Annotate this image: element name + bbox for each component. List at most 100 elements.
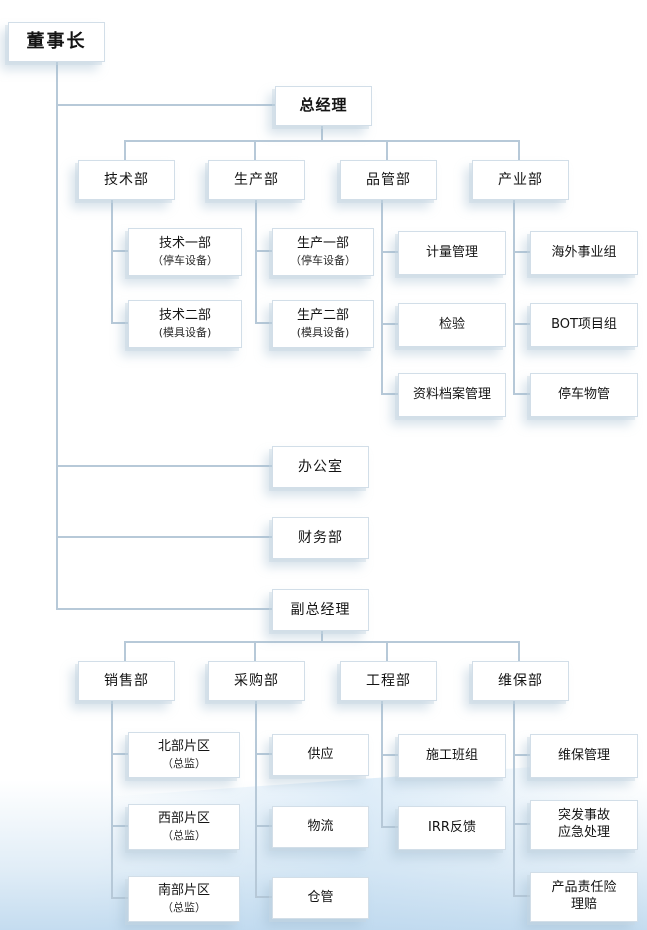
connector (254, 140, 256, 160)
connector (381, 826, 398, 828)
connector (111, 250, 128, 252)
node-label: 生产一部 (296, 235, 349, 251)
node-metrology: 计量管理 (398, 231, 506, 275)
connector (321, 124, 323, 142)
node-label: 财务部 (298, 529, 343, 546)
node-label: 技术一部 (158, 235, 211, 251)
node-irr-feedback: IRR反馈 (398, 806, 506, 850)
node-logistics: 物流 (272, 806, 369, 848)
node-maintenance-dept: 维保部 (472, 661, 569, 701)
node-label: 仓管 (307, 889, 334, 905)
connector (513, 323, 530, 325)
node-label: 生产部 (234, 171, 279, 188)
node-label: 销售部 (104, 672, 149, 689)
connector (111, 699, 113, 899)
connector (381, 251, 398, 253)
node-label: 突发事故 (557, 808, 610, 824)
node-bot-group: BOT项目组 (530, 303, 638, 347)
node-parking-mgmt: 停车物管 (530, 373, 638, 417)
node-sublabel: （总监） (162, 900, 206, 914)
node-sales-dept: 销售部 (78, 661, 175, 701)
node-inspection: 检验 (398, 303, 506, 347)
connector (513, 823, 530, 825)
node-sublabel: （停车设备） (152, 253, 218, 267)
node-deputy-gm: 副总经理 (272, 589, 369, 631)
node-label: 采购部 (234, 672, 279, 689)
node-label: BOT项目组 (551, 316, 617, 332)
node-label: 海外事业组 (551, 244, 617, 260)
connector (255, 825, 272, 827)
node-label: 董事长 (26, 31, 87, 53)
connector (513, 699, 515, 897)
node-label: 应急处理 (557, 825, 610, 840)
node-label: 检验 (438, 316, 465, 332)
connector (513, 754, 530, 756)
node-label: 生产二部 (296, 307, 349, 323)
connector (321, 629, 323, 642)
node-south-region: 南部片区 （总监） (128, 876, 240, 922)
node-quality-dept: 品管部 (340, 160, 437, 200)
node-sublabel: （总监） (162, 828, 206, 842)
node-label: 工程部 (366, 672, 411, 689)
connector (124, 641, 520, 643)
connector (513, 895, 530, 897)
connector (111, 753, 128, 755)
connector (518, 641, 520, 661)
node-tech-dept: 技术部 (78, 160, 175, 200)
node-label: 停车物管 (557, 386, 610, 402)
node-office: 办公室 (272, 446, 369, 488)
node-label: 维保管理 (557, 747, 610, 763)
connector (381, 699, 383, 828)
node-label: 维保部 (498, 672, 543, 689)
connector (56, 60, 58, 610)
node-label: 供应 (307, 746, 334, 762)
node-general-manager: 总经理 (275, 86, 372, 126)
connector (124, 140, 520, 142)
node-engineering-dept: 工程部 (340, 661, 437, 701)
node-overseas-group: 海外事业组 (530, 231, 638, 275)
connector (255, 250, 272, 252)
node-label: 理赔 (570, 897, 597, 912)
node-construction-team: 施工班组 (398, 734, 506, 778)
node-label: 副总经理 (290, 601, 351, 618)
node-tech-div1: 技术一部 （停车设备） (128, 228, 242, 276)
node-warehouse: 仓管 (272, 877, 369, 919)
connector (513, 251, 530, 253)
connector (381, 323, 398, 325)
node-label: 西部片区 (157, 810, 210, 826)
connector (513, 393, 530, 395)
node-label: 南部片区 (157, 882, 210, 898)
connector (111, 825, 128, 827)
connector (111, 198, 113, 324)
node-label: 产业部 (498, 171, 543, 188)
node-purchasing-dept: 采购部 (208, 661, 305, 701)
node-label: 总经理 (299, 96, 348, 115)
node-sublabel: (模具设备) (158, 325, 212, 339)
connector (386, 641, 388, 661)
node-label: 办公室 (298, 458, 343, 475)
node-prod-div2: 生产二部 (模具设备) (272, 300, 374, 348)
node-label: 技术部 (104, 171, 149, 188)
node-tech-div2: 技术二部 (模具设备) (128, 300, 242, 348)
node-production-dept: 生产部 (208, 160, 305, 200)
node-west-region: 西部片区 （总监） (128, 804, 240, 850)
connector (381, 393, 398, 395)
connector (255, 896, 272, 898)
node-supply: 供应 (272, 734, 369, 776)
connector (124, 140, 126, 160)
node-sublabel: （总监） (162, 756, 206, 770)
connector (381, 198, 383, 395)
node-emergency-response: 突发事故 应急处理 (530, 800, 638, 850)
connector (255, 753, 272, 755)
connector (56, 104, 275, 106)
node-label: 物流 (307, 818, 334, 834)
node-archives: 资料档案管理 (398, 373, 506, 417)
connector (255, 198, 257, 324)
node-label: IRR反馈 (428, 819, 476, 835)
connector (255, 322, 272, 324)
node-industry-dept: 产业部 (472, 160, 569, 200)
connector (111, 897, 128, 899)
node-label: 技术二部 (158, 307, 211, 323)
connector (381, 754, 398, 756)
